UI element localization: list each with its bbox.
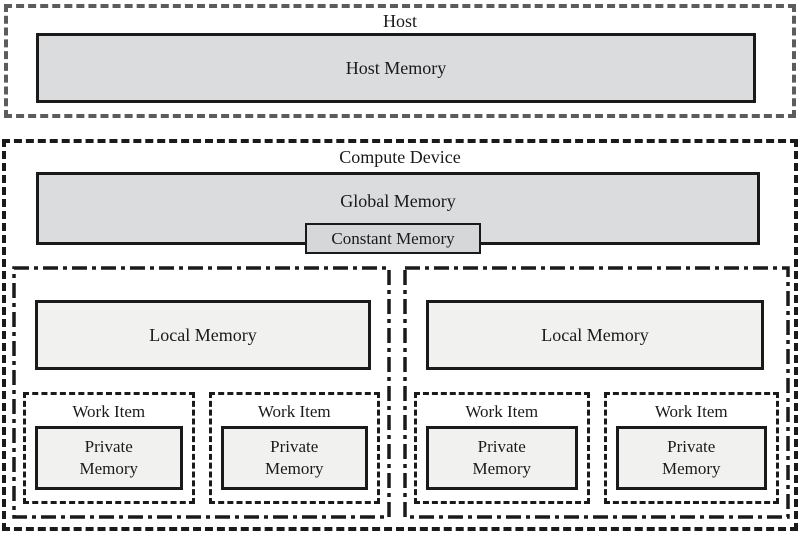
private-memory-label: Private Memory bbox=[264, 437, 324, 478]
local-memory-box: Local Memory bbox=[426, 300, 764, 370]
work-item-label: Work Item bbox=[465, 402, 539, 421]
work-group-2: Local Memory Work Item Private Memory Wo… bbox=[403, 266, 790, 519]
work-item-label: Work Item bbox=[257, 402, 331, 421]
work-group-1: Local Memory Work Item Private Memory Wo… bbox=[12, 266, 391, 519]
work-items-row: Work Item Private Memory Work Item Priva… bbox=[23, 392, 380, 504]
constant-memory-box: Constant Memory bbox=[305, 223, 481, 254]
compute-device-label: Compute Device bbox=[339, 147, 461, 167]
private-memory-box: Private Memory bbox=[426, 426, 578, 490]
work-item-label: Work Item bbox=[654, 402, 728, 421]
work-items-row: Work Item Private Memory Work Item Priva… bbox=[414, 392, 779, 504]
private-memory-box: Private Memory bbox=[615, 426, 767, 490]
private-memory-label: Private Memory bbox=[661, 437, 721, 478]
work-item: Work Item Private Memory bbox=[208, 392, 380, 504]
work-item: Work Item Private Memory bbox=[603, 392, 779, 504]
work-group-dashdot-border bbox=[403, 266, 790, 519]
work-item: Work Item Private Memory bbox=[23, 392, 195, 504]
private-memory-box: Private Memory bbox=[220, 426, 368, 490]
work-item-label: Work Item bbox=[72, 402, 146, 421]
local-memory-box: Local Memory bbox=[35, 300, 371, 370]
host-memory-box: Host Memory bbox=[36, 33, 756, 103]
host-container: Host Host Memory bbox=[4, 4, 796, 118]
local-memory-label: Local Memory bbox=[541, 324, 649, 345]
host-memory-label: Host Memory bbox=[345, 57, 447, 78]
work-item: Work Item Private Memory bbox=[414, 392, 590, 504]
private-memory-box: Private Memory bbox=[35, 426, 183, 490]
compute-device-container: Compute Device Global Memory Constant Me… bbox=[2, 139, 798, 531]
constant-memory-label: Constant Memory bbox=[331, 228, 455, 248]
host-label: Host bbox=[382, 11, 417, 31]
local-memory-label: Local Memory bbox=[149, 324, 257, 345]
private-memory-label: Private Memory bbox=[79, 437, 139, 478]
work-group-dashdot-border bbox=[12, 266, 391, 519]
private-memory-label: Private Memory bbox=[472, 437, 532, 478]
global-memory-label: Global Memory bbox=[340, 191, 456, 211]
